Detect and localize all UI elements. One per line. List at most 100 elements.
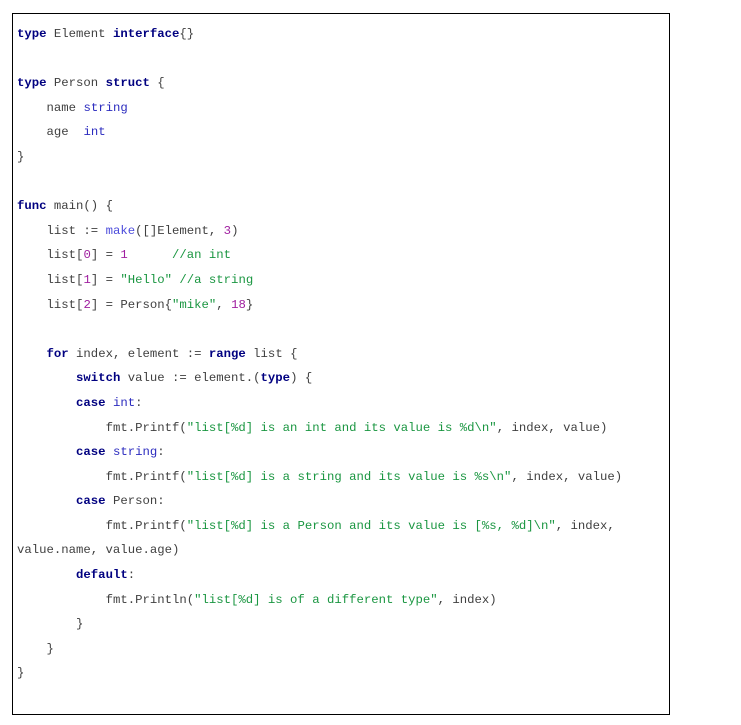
code-token-pln: [17, 347, 47, 361]
code-token-pln: }: [17, 666, 25, 681]
code-line: list := make([]Element, 3): [17, 219, 669, 244]
code-line: type Person struct {: [17, 71, 669, 96]
code-token-pln: [17, 494, 76, 508]
code-line: }: [17, 637, 669, 662]
code-token-pln: [106, 396, 113, 410]
code-line: list[2] = Person{"mike", 18}: [17, 293, 669, 318]
code-token-pln: ] =: [90, 272, 121, 287]
code-line: fmt.Printf("list[%d] is a string and its…: [17, 465, 669, 490]
code-token-pln: ) {: [290, 371, 313, 386]
code-line: fmt.Println("list[%d] is of a different …: [17, 588, 669, 613]
code-token-cmt: //a string: [179, 272, 254, 287]
code-token-pln: list[: [17, 272, 84, 287]
code-token-pln: }: [17, 617, 84, 632]
code-token-pln: ] =: [90, 248, 121, 263]
code-token-str: "list[%d] is an int and its value is %d\…: [186, 420, 497, 435]
code-token-pln: ,: [216, 297, 232, 312]
code-token-kw: case: [76, 395, 106, 410]
code-token-pln: {: [149, 76, 165, 91]
code-token-pln: ): [231, 223, 239, 238]
code-token-str: "list[%d] is a Person and its value is […: [186, 518, 556, 533]
code-line: type Element interface{}: [17, 22, 669, 47]
code-line: list[1] = "Hello" //a string: [17, 268, 669, 293]
code-line: [17, 170, 669, 195]
code-token-pln: }: [17, 641, 54, 656]
code-line: }: [17, 145, 669, 170]
code-line: fmt.Printf("list[%d] is an int and its v…: [17, 416, 669, 441]
code-line: age int: [17, 120, 669, 145]
code-token-pln: [17, 445, 76, 459]
code-token-pln: [128, 248, 172, 262]
code-token-pln: fmt.Printf(: [17, 420, 187, 435]
code-token-pln: fmt.Println(: [17, 592, 195, 607]
code-token-pln: [17, 568, 76, 582]
code-token-str: "list[%d] is a string and its value is %…: [186, 469, 512, 484]
code-line: for index, element := range list {: [17, 342, 669, 367]
code-token-kw: for: [46, 346, 69, 361]
code-token-pln: main() {: [46, 199, 113, 214]
code-token-pln: }: [17, 149, 25, 164]
code-token-pln: , index, value.name, value.age): [17, 518, 623, 558]
code-token-typ: string: [112, 445, 158, 460]
code-token-typ: string: [83, 100, 128, 115]
code-token-kw: func: [17, 199, 47, 214]
code-token-kw: range: [208, 346, 246, 361]
code-line: case string:: [17, 440, 669, 465]
code-token-pln: ] = Person{: [90, 297, 173, 312]
code-line: fmt.Printf("list[%d] is a Person and its…: [17, 514, 669, 563]
code-token-num: 0: [83, 248, 91, 263]
code-token-typ: int: [83, 125, 106, 140]
code-token-kw: type: [17, 27, 47, 41]
code-token-pln: Person: [46, 76, 106, 91]
code-token-pln: Person:: [105, 494, 165, 509]
code-token-pln: [17, 396, 76, 410]
code-token-str: "Hello": [120, 272, 173, 287]
code-token-num: 18: [231, 297, 246, 312]
code-token-kw: case: [76, 445, 106, 460]
code-token-pln: [106, 445, 113, 459]
code-token-pln: list :=: [17, 223, 106, 238]
code-token-pln: age: [17, 125, 84, 140]
code-token-punc: {}: [179, 27, 195, 41]
code-line: }: [17, 661, 669, 686]
code-token-pln: :: [157, 445, 165, 460]
code-token-pln: name: [17, 100, 84, 115]
code-token-num: 2: [83, 297, 91, 312]
code-token-pln: list {: [245, 346, 298, 361]
code-token-kw: switch: [76, 371, 121, 386]
code-token-num: 1: [120, 248, 128, 263]
code-line: default:: [17, 563, 669, 588]
code-token-pln: :: [135, 395, 143, 410]
code-token-pln: list[: [17, 297, 84, 312]
code-token-pln: ([]Element,: [135, 223, 224, 238]
code-line: [17, 317, 669, 342]
code-token-pln: }: [245, 297, 254, 312]
code-line: case Person:: [17, 489, 669, 514]
code-token-pln: value := element.(: [120, 371, 261, 386]
code-listing-text[interactable]: type Element interface{} type Person str…: [13, 14, 669, 686]
code-line: switch value := element.(type) {: [17, 366, 669, 391]
code-token-pln: , index, value): [511, 469, 623, 484]
code-token-str: "list[%d] is of a different type": [194, 592, 438, 607]
code-line: [17, 47, 669, 72]
code-token-pln: :: [127, 568, 136, 583]
code-token-bi: make: [105, 223, 136, 238]
code-token-kw: type: [17, 76, 47, 91]
code-listing-box: type Element interface{} type Person str…: [12, 13, 670, 715]
code-token-pln: , index): [437, 592, 497, 607]
code-line: case int:: [17, 391, 669, 416]
code-token-str: "mike": [172, 297, 217, 312]
code-token-pln: fmt.Printf(: [17, 518, 187, 533]
code-token-pln: list[: [17, 248, 84, 263]
code-token-typ: int: [112, 395, 136, 410]
code-token-pln: , index, value): [496, 420, 608, 435]
code-token-pln: fmt.Printf(: [17, 469, 187, 484]
code-token-kw: type: [260, 371, 291, 386]
code-token-num: 1: [83, 272, 91, 287]
code-token-kw: case: [76, 494, 106, 509]
code-token-cmt: //an int: [172, 248, 232, 263]
code-line: func main() {: [17, 194, 669, 219]
code-line: name string: [17, 96, 669, 121]
code-token-num: 3: [223, 223, 232, 238]
code-token-pln: index, element :=: [68, 346, 209, 361]
